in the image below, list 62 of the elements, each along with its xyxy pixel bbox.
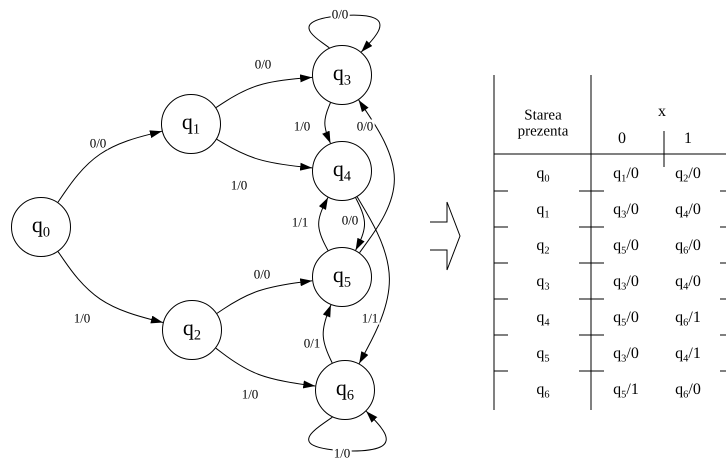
transition-arrow: [308, 410, 387, 452]
table-cell: q$_{5}$/1: [613, 381, 639, 401]
transition-arrow: [358, 99, 395, 254]
state-circle: [315, 360, 375, 420]
table-cell: q$_{4}$/0: [675, 273, 701, 293]
edge-label: 1/0: [240, 388, 260, 400]
edge-label: 0/0: [340, 214, 360, 226]
table-header: 0: [618, 130, 626, 148]
table-header: x: [658, 103, 666, 121]
state-label: q$_{1}$: [182, 111, 200, 137]
table-cell: q$_{4}$/1: [675, 345, 701, 365]
table-cell: q$_{2}$/0: [675, 165, 701, 185]
state-label: q$_{0}$: [32, 214, 50, 240]
transition-arrow: [356, 196, 390, 364]
edge-label: 0/0: [252, 268, 272, 280]
table-cell: q$_{0}$: [536, 165, 550, 185]
transition-arrow: [57, 130, 162, 203]
table-cell: q$_{4}$: [536, 309, 550, 329]
edge-label: 0/0: [330, 8, 350, 20]
transition-arrow: [322, 304, 333, 364]
table-header: Starea prezenta: [516, 108, 570, 140]
transition-arrow: [215, 348, 316, 388]
transition-arrow: [216, 278, 313, 314]
transition-arrow: [216, 74, 313, 108]
table-cell: q$_{1}$: [536, 201, 550, 221]
edge-label: 1/0: [230, 178, 248, 192]
state-label: q$_{3}$: [332, 62, 352, 88]
transition-arrow: [58, 251, 164, 324]
edge-label: 1/0: [292, 120, 312, 132]
edge-label: 0/0: [356, 120, 374, 132]
table-cell: q$_{5}$: [536, 345, 550, 365]
table-cell: q$_{4}$/0: [675, 201, 701, 221]
table-cell: q$_{5}$/0: [613, 309, 639, 329]
transition-arrow: [308, 14, 380, 53]
edge-label: 1/1: [290, 216, 310, 228]
transition-arrow: [322, 102, 331, 144]
table-cell: q$_{3}$/0: [613, 273, 639, 293]
edge-label: 1/0: [332, 446, 352, 460]
state-label: q$_{2}$: [182, 317, 202, 343]
transition-arrow: [318, 197, 328, 251]
table-cell: q$_{6}$/0: [675, 381, 701, 401]
table-cell: q$_{3}$/0: [613, 201, 639, 221]
transition-arrow: [216, 138, 313, 171]
table-cell: q$_{6}$/0: [675, 237, 701, 257]
edge-label: 0/1: [302, 336, 322, 350]
state-label: q$_{6}$: [336, 377, 354, 403]
edge-label: 1/0: [72, 312, 92, 324]
table-header: 1: [684, 130, 692, 148]
state-circle: [312, 45, 372, 105]
edge-label: 0/0: [88, 136, 108, 150]
table-cell: q$_{6}$: [536, 381, 550, 401]
table-cell: q$_{5}$/0: [613, 237, 639, 257]
table-cell: q$_{6}$/1: [675, 309, 701, 329]
edge-label: 1/1: [360, 312, 380, 324]
edge-label: 0/0: [254, 58, 272, 70]
table-cell: q$_{3}$/0: [613, 345, 639, 365]
state-label: q$_{5}$: [332, 264, 352, 290]
table-cell: q$_{1}$/0: [613, 165, 639, 185]
state-label: q$_{4}$: [332, 158, 352, 184]
table-cell: q$_{3}$: [536, 273, 550, 293]
transition-arrow: [355, 197, 366, 251]
table-cell: q$_{2}$: [536, 237, 550, 257]
